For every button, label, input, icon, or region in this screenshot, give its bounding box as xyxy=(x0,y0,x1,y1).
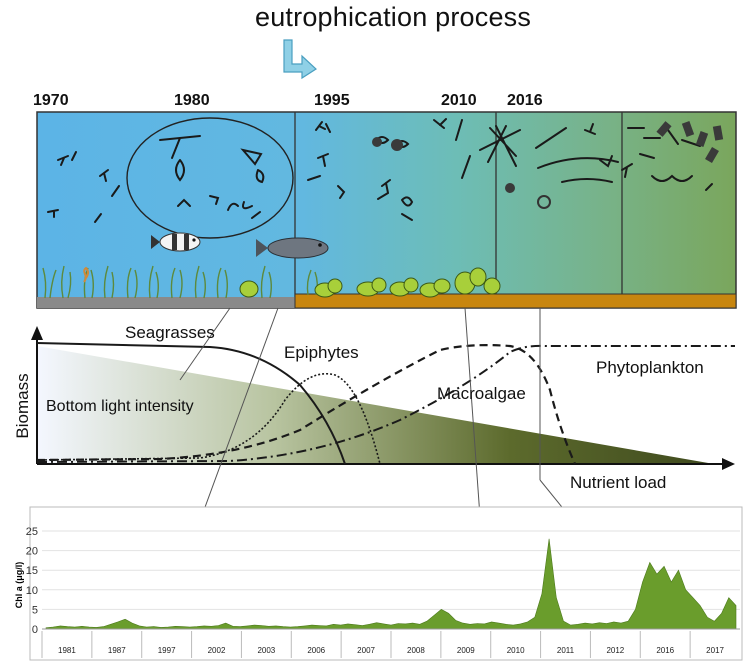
year-label: 2016 xyxy=(507,92,543,109)
x-group-label: 1997 xyxy=(158,646,176,655)
x-group-label: 2006 xyxy=(307,646,325,655)
sediment-grey xyxy=(37,297,295,308)
water-column xyxy=(36,111,737,309)
y-tick-label: 25 xyxy=(26,526,38,538)
y-tick-label: 0 xyxy=(32,624,38,636)
chart-frame xyxy=(29,506,743,661)
year-label: 2010 xyxy=(441,92,477,109)
year-label: 1970 xyxy=(33,92,69,109)
macroalgae-curve xyxy=(36,344,577,465)
epiphytes-label: Epiphytes xyxy=(284,343,359,362)
x-group-label: 2003 xyxy=(257,646,275,655)
x-group-label: 2017 xyxy=(706,646,724,655)
y-tick-label: 10 xyxy=(26,585,38,597)
year-label: 1980 xyxy=(174,92,210,109)
year-label: 1995 xyxy=(314,92,350,109)
phytoplankton-curve xyxy=(36,344,735,463)
x-group-label: 2002 xyxy=(208,646,226,655)
bottom-light-label: Bottom light intensity xyxy=(46,398,194,415)
chl-area-series xyxy=(45,538,737,630)
seagrasses-curve xyxy=(36,342,346,465)
x-group-label: 2011 xyxy=(557,646,575,655)
figure-title: eutrophication process xyxy=(255,2,532,32)
y-tick-label: 5 xyxy=(32,604,38,616)
fish-icon xyxy=(256,237,329,259)
seagrasses-label: Seagrasses xyxy=(125,323,215,342)
fish-icon xyxy=(151,232,201,252)
x-group-label: 1987 xyxy=(108,646,126,655)
chart-y-label: Chl a (μg/l) xyxy=(14,562,24,609)
macroalgae-clumps xyxy=(239,267,501,298)
diatom-icons xyxy=(372,121,724,209)
sediment-anoxic xyxy=(294,293,737,309)
seahorse-icon xyxy=(83,266,89,283)
x-group-label: 1981 xyxy=(58,646,76,655)
zooplankton-circle xyxy=(126,117,294,239)
macroalgae-label: Macroalgae xyxy=(437,384,526,403)
x-group-label: 2010 xyxy=(507,646,525,655)
turn-arrow-icon xyxy=(283,39,317,80)
y-tick-label: 15 xyxy=(26,565,38,577)
zooplankton-icons xyxy=(47,135,265,223)
y-axis-arrowhead xyxy=(31,326,43,340)
x-group-label: 2008 xyxy=(407,646,425,655)
phytoplankton-icons xyxy=(307,118,713,221)
epiphytes-curve xyxy=(36,373,381,465)
x-group-label: 2012 xyxy=(606,646,624,655)
light-intensity-triangle xyxy=(37,346,714,464)
x-axis-arrowhead xyxy=(722,458,735,470)
x-group-label: 2016 xyxy=(656,646,674,655)
x-group-label: 2009 xyxy=(457,646,475,655)
phytoplankton-label: Phytoplankton xyxy=(596,358,704,377)
nutrient-load-label: Nutrient load xyxy=(570,473,667,492)
chart-x-groups: 1981 1987 1997 2002 2003 2006 2007 2008 2009 2010… xyxy=(41,631,725,658)
chart-y-ticks: 0 5 10 15 20 25 xyxy=(26,526,38,636)
x-group-label: 2007 xyxy=(357,646,375,655)
y-tick-label: 20 xyxy=(26,546,38,558)
